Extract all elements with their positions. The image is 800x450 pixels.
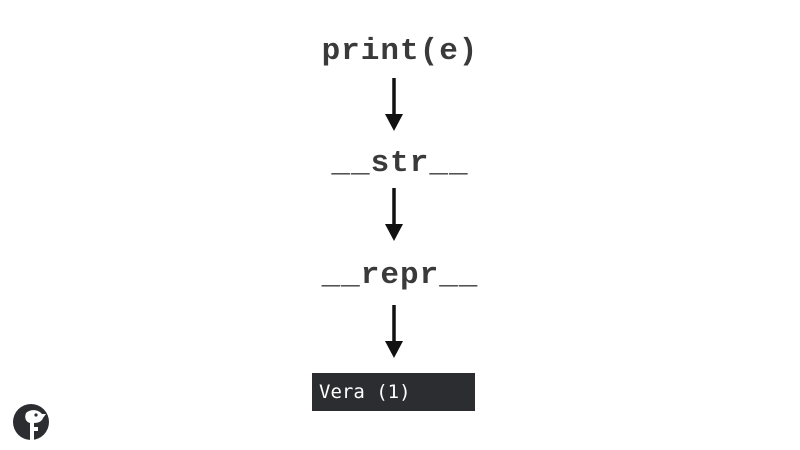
python-brand-logo-icon (13, 404, 49, 440)
flow-step-print-call: print(e) (321, 34, 479, 69)
down-arrow-icon (385, 305, 403, 358)
console-output-box: Vera (1) (312, 373, 475, 411)
down-arrow-icon (385, 188, 403, 241)
flow-step-repr-method: __repr__ (321, 258, 479, 293)
console-output-text: Vera (1) (319, 381, 411, 403)
down-arrow-icon (385, 78, 403, 131)
flow-step-str-method: __str__ (331, 146, 469, 181)
